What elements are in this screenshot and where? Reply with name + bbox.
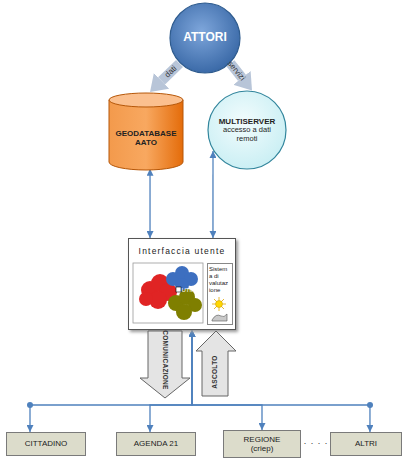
stakeholder-box: REGIONE (criep) (223, 430, 301, 458)
text-block: Interfaccia utente (129, 240, 235, 262)
cloud-lobe (188, 298, 202, 312)
text-block: GEODATABASE AATO (114, 110, 178, 166)
flow-label: COMUNICAZIONE (162, 330, 169, 390)
cloud-lobe (175, 266, 189, 280)
sun-icon (212, 297, 226, 311)
cloud-lobe (176, 304, 192, 320)
cloud-lobe (184, 272, 198, 286)
node-text: MULTISERVER (219, 117, 276, 126)
sun-ray (214, 299, 224, 309)
node-text: CITTADINO (25, 439, 68, 448)
server-circle: MULTISERVERaccesso a dati remoti (207, 90, 287, 170)
text-block: AGENDA 21 (117, 433, 195, 455)
text-block: MULTISERVERaccesso a dati remoti (217, 104, 277, 156)
cloud-lobe (139, 292, 153, 306)
text-block: Sistem a di valutaz ione (209, 266, 231, 298)
connector-line (149, 169, 150, 238)
cloud-lobe (168, 295, 184, 311)
connector-line (192, 330, 262, 430)
stakeholder-box: AGENDA 21 (116, 432, 196, 456)
connector-line (150, 330, 192, 432)
cylinder-body (109, 100, 183, 170)
sun-disc (216, 301, 223, 308)
evaluation-panel: Sistem a di valutaz ione (207, 263, 233, 325)
terrain-icon (212, 314, 227, 321)
text-block: CITTADINO (7, 433, 85, 455)
flow-arrow (162, 63, 180, 80)
ellipsis-label: . . . . (304, 437, 329, 446)
connector-line (192, 330, 370, 432)
node-text: REGIONE (criep) (239, 435, 285, 453)
flow-label: ASCOLTO (212, 355, 219, 388)
interface-box: Interfaccia utenteSistem a di valutaz io… (128, 238, 236, 330)
sun-ray (219, 297, 220, 311)
stakeholder-box: CITTADINO (6, 432, 86, 456)
cloud-lobe (151, 274, 169, 292)
location-marker (176, 287, 181, 292)
sun-ray (214, 299, 224, 309)
node-text: Sistem a di valutaz ione (209, 266, 231, 294)
red-area (139, 274, 177, 309)
node-text: AGENDA 21 (134, 439, 178, 448)
node-text: GEODATABASE AATO (114, 129, 178, 147)
map-label: UTM (182, 287, 195, 293)
olive-area (168, 289, 202, 320)
node-text: ALTRI (355, 439, 377, 448)
database-cylinder: GEODATABASE AATO (108, 92, 184, 170)
blue-area (166, 266, 198, 292)
map-frame (133, 263, 203, 323)
connector-line (30, 330, 192, 432)
node-text: ATTORI (183, 31, 227, 45)
block-arrow-up (196, 331, 236, 396)
bus-end-dot (27, 402, 33, 408)
circle-shape (208, 91, 286, 169)
edge-label: dati (163, 65, 178, 80)
text-block: ALTRI (331, 433, 401, 455)
bus-end-dot (367, 402, 373, 408)
cloud-lobe (159, 283, 177, 301)
node-text: Interfaccia utente (139, 246, 226, 256)
stakeholder-box: ALTRI (330, 432, 402, 456)
cloud-lobe (166, 272, 180, 286)
sun-ray (212, 304, 226, 305)
text-block: REGIONE (criep) (239, 431, 285, 457)
cloud-lobe (141, 281, 159, 299)
cloud-lobe (149, 291, 167, 309)
connector-line (212, 151, 213, 238)
cylinder-top (109, 93, 183, 107)
edge-label: servizi (226, 59, 246, 82)
node-text: accesso a dati remoti (217, 126, 277, 143)
block-arrow-down (140, 331, 190, 398)
